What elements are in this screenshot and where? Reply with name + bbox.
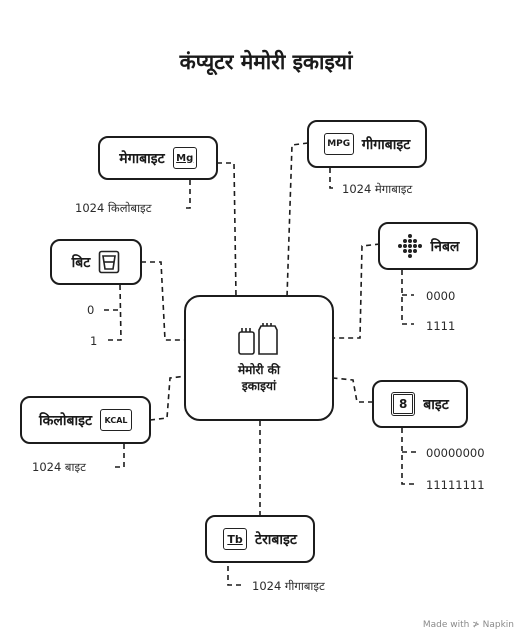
megabyte-node: मेगाबाइट Mg (98, 136, 218, 180)
kcal-icon: KCAL (100, 409, 133, 431)
memory-cards-icon (238, 323, 278, 355)
byte-value-zeros: 00000000 (426, 446, 485, 460)
napkin-watermark: Made with ≯ Napkin (422, 620, 514, 630)
kilobyte-label: किलोबाइट (38, 412, 93, 429)
diagram-title: कंप्यूटर मेमोरी इकाइयां (179, 50, 353, 74)
bit-value-0: 0 (87, 303, 95, 317)
megabyte-label: मेगाबाइट (119, 150, 165, 167)
byte-node: 8 बाइट (372, 380, 468, 428)
memory-units-center-box: मेमोरी की इकाइयां (184, 295, 334, 421)
glass-icon (99, 250, 120, 274)
chip-icon: 8 (391, 392, 416, 416)
center-label-line1: मेमोरी की (238, 363, 280, 377)
byte-value-ones: 11111111 (426, 478, 485, 492)
bit-label: बिट (71, 254, 91, 271)
mg-icon: Mg (172, 147, 197, 169)
terabyte-node: Tb टेराबाइट (205, 515, 315, 563)
nibble-value-0000: 0000 (426, 289, 456, 303)
gigabyte-node: MPG गीगाबाइट (307, 120, 427, 168)
terabyte-note: 1024 गीगाबाइट (252, 579, 325, 593)
kilobyte-note: 1024 बाइट (32, 460, 86, 474)
mpg-icon: MPG (323, 133, 354, 155)
dots-grid-icon (397, 234, 422, 258)
gigabyte-label: गीगाबाइट (361, 136, 411, 153)
nibble-label: निबल (430, 238, 460, 255)
bit-node: बिट (50, 239, 142, 285)
megabyte-note: 1024 किलोबाइट (75, 201, 152, 215)
nibble-node: निबल (378, 222, 478, 270)
terabyte-label: टेराबाइट (255, 531, 297, 548)
tb-icon: Tb (223, 528, 248, 550)
nibble-value-1111: 1111 (426, 319, 456, 333)
gigabyte-note: 1024 मेगाबाइट (342, 182, 413, 196)
kilobyte-node: किलोबाइट KCAL (20, 396, 151, 444)
center-label-line2: इकाइयां (241, 379, 277, 393)
bit-value-1: 1 (90, 334, 98, 348)
byte-label: बाइट (423, 396, 449, 413)
